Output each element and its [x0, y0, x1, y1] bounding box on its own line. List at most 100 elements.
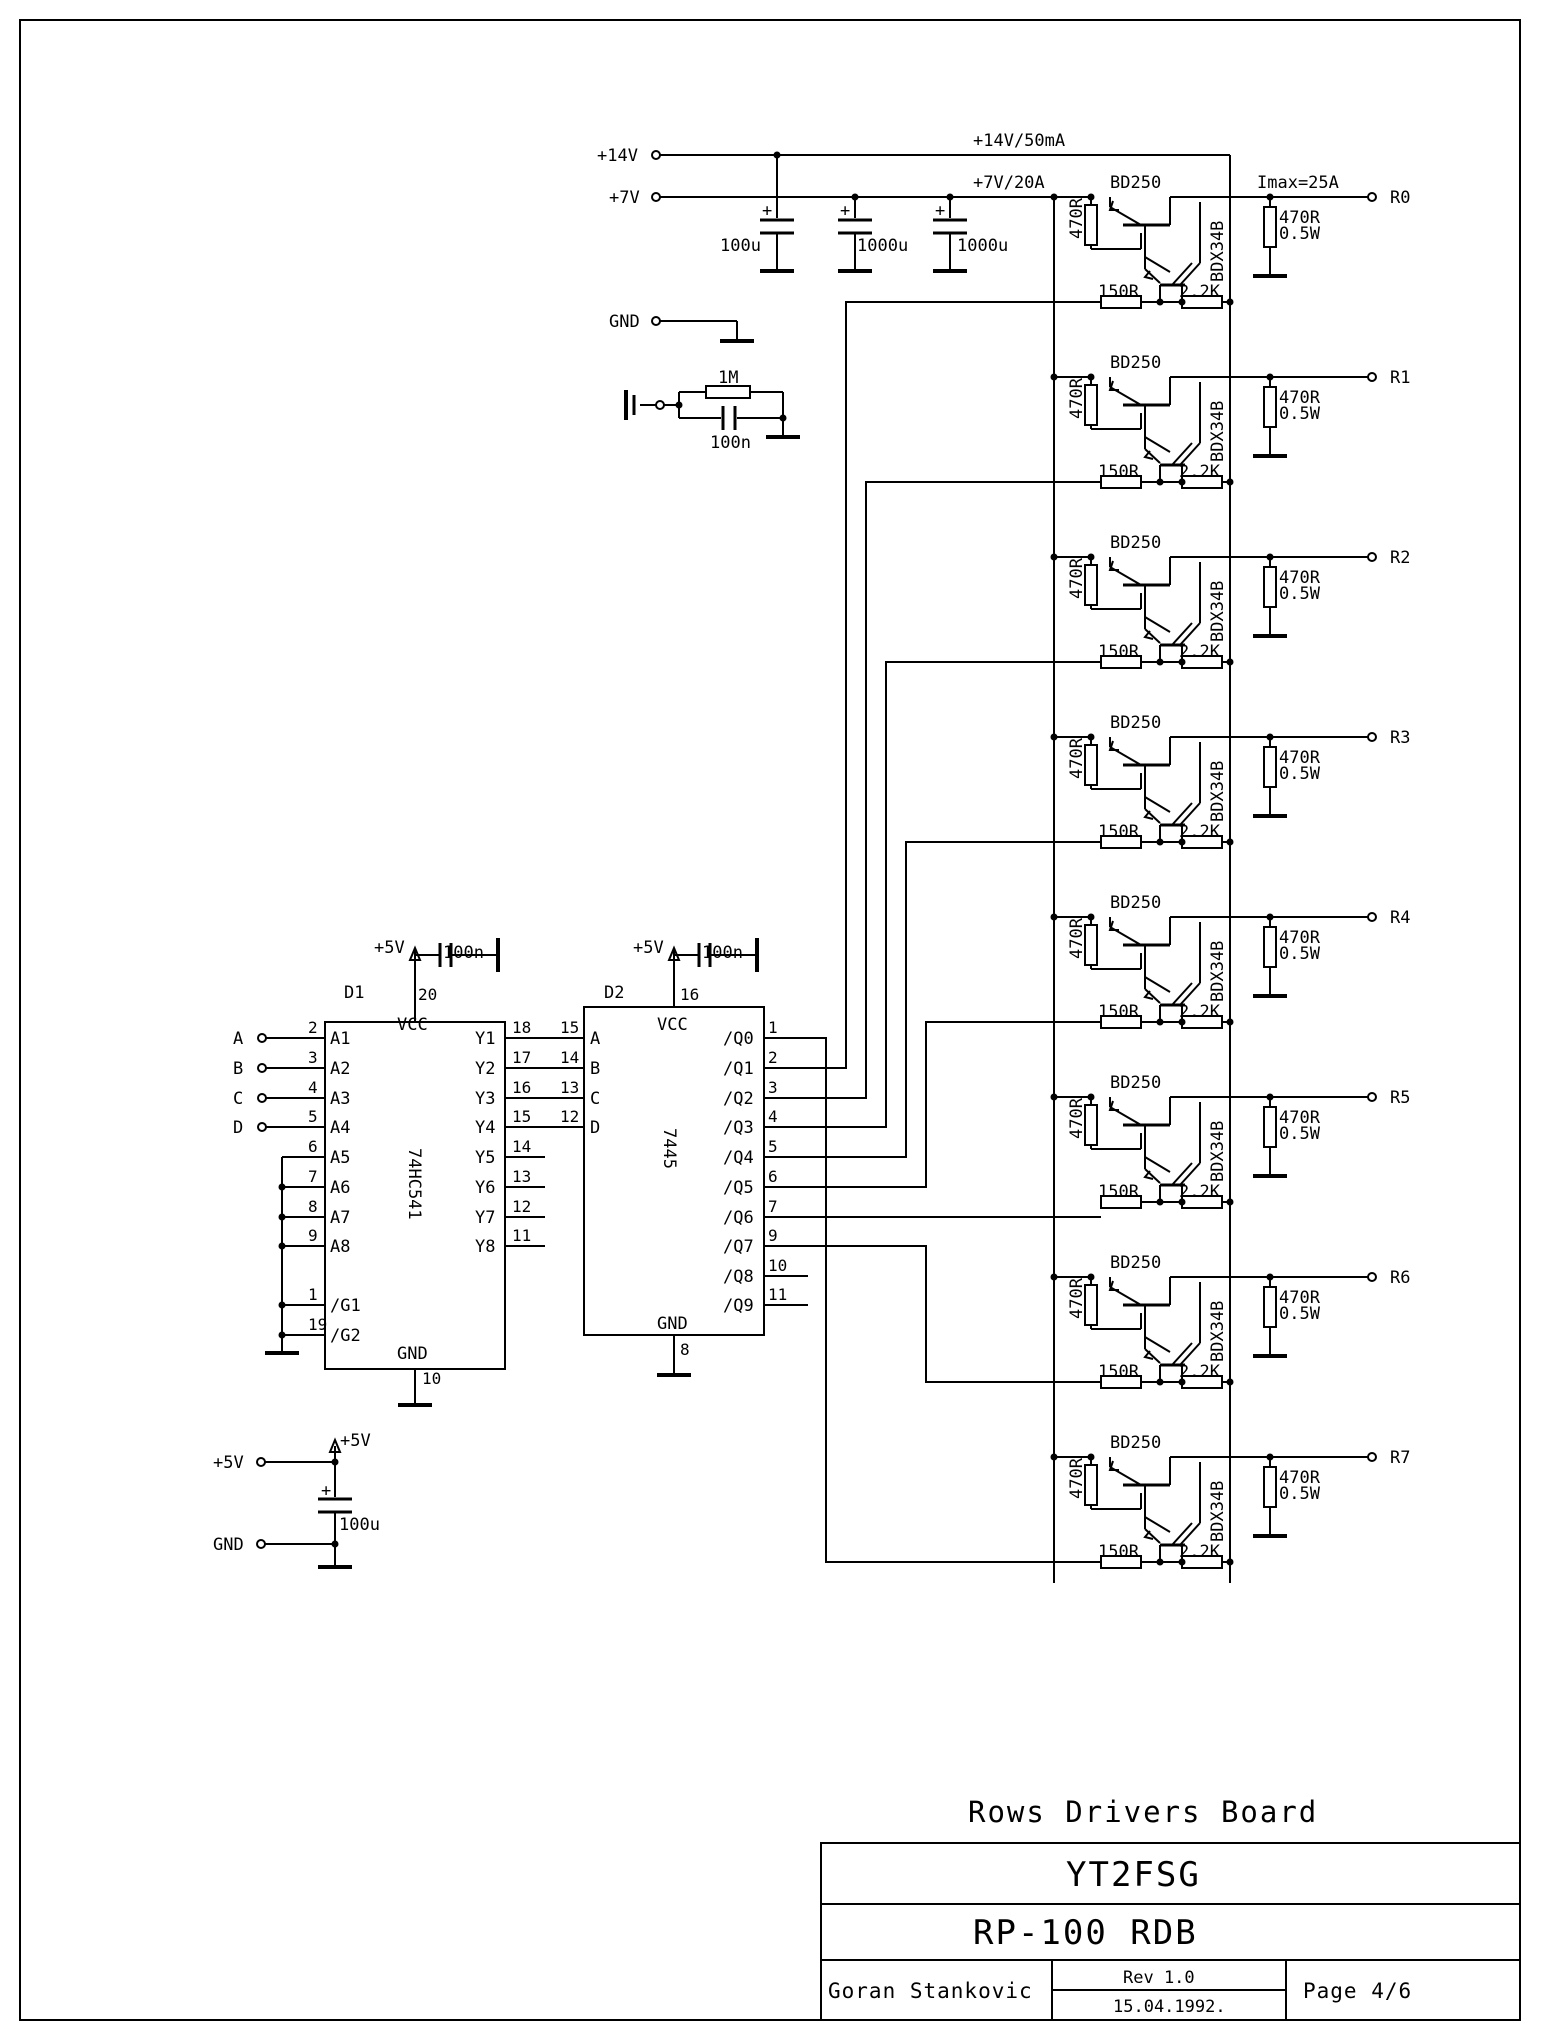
d1-right-pin-num: 18 — [512, 1018, 531, 1037]
cap-1000u-label-1: 1000u — [857, 236, 908, 256]
series-resistor-label: 150R — [1098, 1362, 1140, 1382]
decoder-routing — [808, 301, 1101, 1563]
row-output-label: R3 — [1390, 728, 1410, 748]
d2-right-pin-num: 6 — [768, 1167, 778, 1186]
res-1m-label: 1M — [718, 368, 738, 388]
power-transistor-label: BDX34B — [1208, 941, 1228, 1002]
pull-resistor-label: 2.2K — [1179, 1182, 1221, 1202]
psu-5v-gnd-label: GND — [213, 1535, 244, 1555]
d1-left-pin-num: 9 — [308, 1226, 318, 1245]
d2-right-pin-num: 11 — [768, 1285, 787, 1304]
pre-transistor-label: BD250 — [1110, 713, 1161, 733]
d2-left-pin-name: B — [590, 1059, 600, 1079]
d2-right-pin-num: 3 — [768, 1078, 778, 1097]
d1-left-pin-name: /G2 — [330, 1326, 361, 1346]
imax-label: Imax=25A — [1257, 173, 1339, 193]
ic-d2-part: 7445 — [659, 1128, 679, 1169]
d2-right-pin-num: 5 — [768, 1137, 778, 1156]
d2-left-pin-num: 13 — [560, 1078, 579, 1097]
d1-left-pin-name: /G1 — [330, 1296, 361, 1316]
d2-right-pin-name: /Q8 — [723, 1267, 754, 1287]
ic-d2-gnd-pin: 8 — [680, 1340, 690, 1359]
pre-transistor-label: BD250 — [1110, 893, 1161, 913]
d1-right-pin-name: Y4 — [475, 1118, 495, 1138]
bus-label-7v: +7V/20A — [973, 173, 1045, 193]
row-output-label: R0 — [1390, 188, 1410, 208]
load-resistor-label: 470R — [1279, 928, 1321, 948]
d1-right-pin-num: 14 — [512, 1137, 531, 1156]
pull-resistor-label: 2.2K — [1179, 1362, 1221, 1382]
pre-transistor-label: BD250 — [1110, 173, 1161, 193]
date: 15.04.1992. — [1113, 1997, 1226, 2017]
ic-d1-vcc: VCC — [397, 1015, 428, 1035]
load-resistor-label: 470R — [1279, 1288, 1321, 1308]
psu-5v-cap-label: 100u — [339, 1515, 380, 1535]
d1-left-pin-num: 4 — [308, 1078, 318, 1097]
load-power-label: 0.5W — [1279, 1124, 1321, 1144]
base-resistor-label: 470R — [1067, 1457, 1087, 1499]
d1-input-net: A — [233, 1029, 243, 1049]
d2-right-pin-num: 10 — [768, 1256, 787, 1275]
d2-right-pin-name: /Q7 — [723, 1237, 754, 1257]
load-power-label: 0.5W — [1279, 1484, 1321, 1504]
d2-right-pin-name: /Q5 — [723, 1178, 754, 1198]
ic-d1: D1 VCC GND 74HC541 20 +5V 100n 10 2A1A3A… — [233, 938, 545, 1407]
ic-d2-vcc: VCC — [657, 1015, 688, 1035]
d2-right-pin-name: /Q4 — [723, 1148, 754, 1168]
row-output-label: R4 — [1390, 908, 1410, 928]
psu-5v: +5V +5V + 100u GND — [213, 1431, 380, 1569]
power-inputs: +14V +14V/50mA +7V +7V/20A Imax=25A + 10… — [597, 131, 1339, 453]
series-resistor-label: 150R — [1098, 462, 1140, 482]
pull-resistor-label: 2.2K — [1179, 282, 1221, 302]
d2-right-pin-name: /Q9 — [723, 1296, 754, 1316]
pull-resistor-label: 2.2K — [1179, 1002, 1221, 1022]
d1-left-pin-num: 1 — [308, 1285, 318, 1304]
d2-right-pin-name: /Q6 — [723, 1208, 754, 1228]
d1-left-pin-num: 2 — [308, 1018, 318, 1037]
d1-right-pin-name: Y6 — [475, 1178, 495, 1198]
d1-left-pin-name: A6 — [330, 1178, 350, 1198]
base-resistor-label: 470R — [1067, 737, 1087, 779]
revision: Rev 1.0 — [1123, 1968, 1195, 1988]
author-name: Goran Stankovic — [828, 1979, 1033, 2003]
d2-right-pin-num: 7 — [768, 1197, 778, 1216]
load-resistor-label: 470R — [1279, 748, 1321, 768]
load-resistor-label: 470R — [1279, 388, 1321, 408]
net-label-gnd: GND — [609, 312, 640, 332]
series-resistor-label: 150R — [1098, 282, 1140, 302]
series-resistor-label: 150R — [1098, 1182, 1140, 1202]
d1-input-net: D — [233, 1118, 243, 1138]
cap-1000u-label-2: 1000u — [957, 236, 1008, 256]
d1-left-pin-name: A1 — [330, 1029, 350, 1049]
d2-right-pin-num: 1 — [768, 1018, 778, 1037]
d1-right-pin-name: Y8 — [475, 1237, 495, 1257]
d1-right-pin-num: 15 — [512, 1107, 531, 1126]
power-transistor-label: BDX34B — [1208, 1121, 1228, 1182]
d1-left-pin-num: 6 — [308, 1137, 318, 1156]
psu-5v-rail-label: +5V — [340, 1431, 371, 1451]
d1-left-pin-num: 3 — [308, 1048, 318, 1067]
d2-right-pin-name: /Q2 — [723, 1089, 754, 1109]
d1-left-pin-name: A5 — [330, 1148, 350, 1168]
power-transistor-label: BDX34B — [1208, 1301, 1228, 1362]
base-resistor-label: 470R — [1067, 377, 1087, 419]
load-resistor-label: 470R — [1279, 1108, 1321, 1128]
board-title: Rows Drivers Board — [968, 1795, 1318, 1829]
row-output-label: R1 — [1390, 368, 1410, 388]
pull-resistor-label: 2.2K — [1179, 822, 1221, 842]
d1-right-pin-num: 17 — [512, 1048, 531, 1067]
d1-right-pin-num: 16 — [512, 1078, 531, 1097]
ic-d2-vcc-pin: 16 — [680, 985, 699, 1004]
base-resistor-label: 470R — [1067, 917, 1087, 959]
svg-text:+: + — [935, 201, 945, 221]
ic-d2-gnd: GND — [657, 1314, 688, 1334]
series-resistor-label: 150R — [1098, 1542, 1140, 1562]
d2-right-pin-num: 9 — [768, 1226, 778, 1245]
page-number: Page 4/6 — [1303, 1979, 1412, 2003]
d2-left-pin-name: C — [590, 1089, 600, 1109]
d2-left-pin-num: 12 — [560, 1107, 579, 1126]
